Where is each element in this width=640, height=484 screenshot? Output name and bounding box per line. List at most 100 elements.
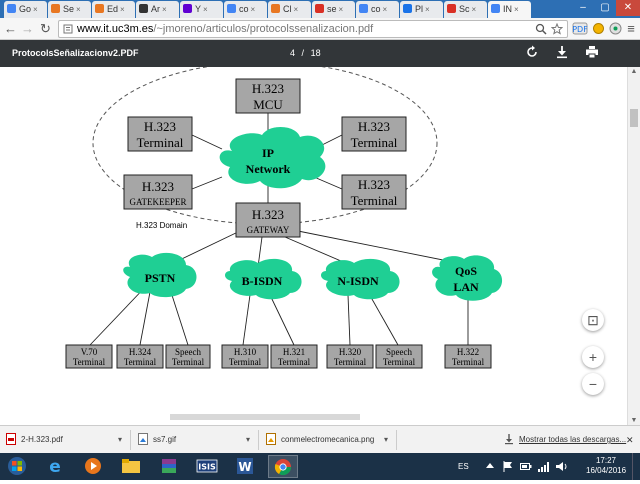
bookmark-star-icon[interactable] [551, 23, 563, 35]
extension-settings-icon[interactable] [591, 21, 606, 36]
word-taskbar-button[interactable]: W [230, 455, 260, 478]
leaf-6-line-1: Speech [386, 347, 412, 357]
language-indicator[interactable]: ES [458, 462, 469, 471]
clock[interactable]: 17:27 16/04/2016 [586, 453, 626, 480]
browser-tab[interactable]: IN× [488, 1, 531, 18]
scroll-down-arrow-icon[interactable]: ▼ [630, 417, 638, 424]
browser-menu-button[interactable]: ≡ [627, 21, 635, 36]
browser-tab[interactable]: Ed× [92, 1, 135, 18]
zoom-in-button[interactable]: + [582, 346, 604, 368]
minimize-button[interactable]: – [580, 2, 586, 13]
start-button[interactable] [4, 455, 30, 478]
browser-tab[interactable]: co× [224, 1, 267, 18]
maximize-button[interactable]: ▢ [600, 2, 610, 13]
rotate-button[interactable] [524, 45, 540, 61]
tab-close-icon[interactable]: × [514, 5, 519, 14]
zoom-out-button[interactable]: − [582, 373, 604, 395]
download-separator [258, 430, 259, 450]
leaf-box-h310 [221, 344, 269, 369]
ip-cloud-line-2: Network [246, 162, 291, 176]
terminal-left-line-2: Terminal [137, 135, 184, 150]
leaf-2-line-2: Terminal [172, 357, 205, 367]
h323-architecture-diagram: H.323 Domain IP Network [65, 67, 503, 420]
browser-tab[interactable]: Cl× [268, 1, 311, 18]
chrome-taskbar-button[interactable] [268, 455, 298, 478]
chevron-down-icon[interactable]: ▾ [384, 435, 389, 444]
tab-close-icon[interactable]: × [471, 5, 477, 14]
leaf-box-h320 [326, 344, 374, 369]
close-window-button[interactable]: ✕ [616, 0, 640, 16]
isis-taskbar-button[interactable]: ISIS [192, 455, 222, 478]
network-signal-icon[interactable] [538, 461, 551, 472]
scroll-thumb[interactable] [630, 109, 638, 127]
tab-close-icon[interactable]: × [425, 5, 430, 14]
windows-taskbar: e ISIS W ES 17:27 16/04/2016 [0, 453, 640, 480]
pdf-page-viewport[interactable]: H.323 Domain IP Network [0, 67, 640, 425]
show-hidden-icons-icon[interactable] [486, 462, 494, 470]
browser-tab[interactable]: Se× [48, 1, 91, 18]
winrar-taskbar-button[interactable] [154, 455, 184, 478]
tab-favicon-icon [51, 4, 60, 13]
show-desktop-button[interactable] [632, 453, 640, 480]
ip-cloud-line-1: IP [262, 146, 274, 160]
reload-button[interactable]: ↻ [40, 21, 51, 36]
extension-icon[interactable]: PDF [572, 21, 588, 36]
tab-close-icon[interactable]: × [162, 5, 167, 14]
page-current[interactable]: 4 [290, 48, 296, 58]
chevron-down-icon[interactable]: ▾ [246, 435, 251, 444]
pstn-cloud-label: PSTN [145, 271, 176, 285]
browser-tab[interactable]: co× [356, 1, 399, 18]
chevron-down-icon[interactable]: ▾ [118, 435, 123, 444]
isis-icon: ISIS [196, 459, 218, 473]
gateway-box [235, 202, 301, 238]
media-player-taskbar-button[interactable] [78, 455, 108, 478]
leaf-1-line-2: Terminal [124, 357, 157, 367]
tab-close-icon[interactable]: × [76, 5, 81, 14]
show-all-downloads-link[interactable]: Mostrar todas las descargas... [504, 430, 626, 450]
tab-close-icon[interactable]: × [120, 5, 125, 14]
tab-close-icon[interactable]: × [33, 5, 38, 14]
file-explorer-taskbar-button[interactable] [116, 455, 146, 478]
download-item-1[interactable]: 2-H.323.pdf ▾ [6, 430, 126, 450]
url-input[interactable]: www.it.uc3m.es/~jmoreno/articulos/protoc… [58, 20, 568, 38]
tab-label: Pl [415, 4, 424, 14]
tab-favicon-icon [447, 4, 456, 13]
forward-button[interactable]: → [21, 21, 34, 36]
qos-lan-cloud [432, 255, 503, 301]
page-info-icon[interactable] [63, 24, 73, 34]
extension-puzzle-icon[interactable] [608, 21, 623, 36]
download-item-3[interactable]: conmelectromecanica.png ▾ [266, 430, 392, 450]
fit-to-page-button[interactable]: ⊡ [582, 309, 604, 331]
scroll-up-arrow-icon[interactable]: ▲ [630, 68, 638, 75]
tab-label: Go [19, 4, 32, 14]
leaf-7-line-2: Terminal [452, 357, 485, 367]
battery-icon[interactable] [520, 461, 532, 472]
tab-close-icon[interactable]: × [382, 5, 388, 14]
print-button[interactable] [584, 45, 600, 61]
pstn-cloud [123, 252, 197, 298]
tab-close-icon[interactable]: × [203, 5, 208, 14]
leaf-5-line-1: H.320 [339, 347, 362, 357]
tab-close-icon[interactable]: × [250, 5, 256, 14]
volume-icon[interactable] [556, 461, 568, 472]
browser-tab[interactable]: Pl× [400, 1, 443, 18]
browser-tab[interactable]: Ar× [136, 1, 179, 18]
browser-tab[interactable]: se× [312, 1, 355, 18]
close-downloads-bar-button[interactable]: ✕ [626, 435, 634, 445]
browser-tab[interactable]: Y× [180, 1, 223, 18]
download-item-2[interactable]: ss7.gif ▾ [138, 430, 254, 450]
download-button[interactable] [554, 45, 570, 61]
zoom-search-icon[interactable] [535, 23, 547, 35]
internet-explorer-taskbar-button[interactable]: e [40, 455, 70, 478]
tab-close-icon[interactable]: × [293, 5, 299, 14]
back-button[interactable]: ← [4, 21, 17, 36]
action-center-flag-icon[interactable] [502, 461, 514, 472]
browser-tab[interactable]: Go× [4, 1, 47, 18]
vertical-scrollbar[interactable]: ▲ ▼ [627, 67, 640, 425]
leaf-3-line-2: Terminal [229, 357, 262, 367]
terminal-right-top-line-1: H.323 [358, 119, 390, 134]
folder-icon [122, 459, 140, 473]
leaf-0-line-2: Terminal [73, 357, 106, 367]
tab-close-icon[interactable]: × [338, 5, 344, 14]
browser-tab[interactable]: Sc× [444, 1, 487, 18]
